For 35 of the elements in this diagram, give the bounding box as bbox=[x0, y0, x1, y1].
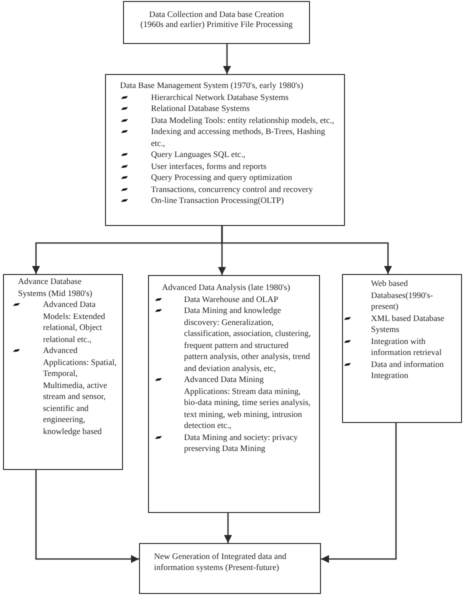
list-item-text: Advanced Applications: Spatial, Temporal, Multimedia, active stream and sensor, scientific and engineering, knowledge based bbox=[43, 345, 117, 437]
arrow bbox=[221, 226, 392, 274]
list-item-text: Data Mining and society: privacy preserving Data Mining bbox=[184, 432, 299, 454]
process-box bbox=[148, 275, 320, 513]
list-item-text: On-line Transaction Processing(OLTP) bbox=[151, 195, 285, 206]
list-item-text: User interfaces, forms and reports bbox=[151, 160, 268, 172]
box-heading: Data Base Management System (1970's, early 1980's) bbox=[120, 80, 304, 92]
box-text: New Generation of Integrated data and information systems (Present-future) bbox=[154, 551, 288, 573]
process-box bbox=[105, 74, 345, 226]
process-box bbox=[3, 274, 123, 470]
process-box bbox=[342, 274, 462, 423]
box-heading: Web based Databases(1990's-present) bbox=[371, 278, 434, 312]
box-text: Data Collection and Data base Creation (1960s and earlier) Primitive File Processing bbox=[139, 9, 294, 29]
arrow bbox=[223, 44, 231, 74]
process-box bbox=[123, 1, 310, 44]
list-item-text: Hierarchical Network Database Systems bbox=[151, 92, 290, 103]
box-heading: Advance Database Systems (Mid 1980's) bbox=[18, 276, 94, 299]
list-item-text: Integration with information retrieval bbox=[371, 336, 443, 358]
list-item-text: Query Processing and query optimization bbox=[151, 172, 294, 184]
list-item-text: Data and information Integration bbox=[371, 358, 445, 382]
arrow bbox=[224, 513, 232, 543]
list-item-text: Data Mining and knowledge discovery: Generalization, classification, association, clustering, frequent pattern and structured pattern analysis, other analysis, trend and deviation analysis, etc, bbox=[184, 305, 311, 374]
list-item-text: Relational Database Systems bbox=[151, 103, 251, 114]
list-item-text: Advanced Data Mining Applications: Stream data mining, bio-data mining, time series analysis, text mining, web mining, intrusion detection etc., bbox=[184, 374, 311, 432]
process-box bbox=[139, 543, 321, 594]
arrow bbox=[321, 423, 397, 563]
box-heading: Advanced Data Analysis (late 1980's) bbox=[162, 282, 292, 294]
list-item-text: XML based Database Systems bbox=[371, 312, 446, 336]
arrow bbox=[35, 470, 139, 563]
list-item-text: Data Warehouse and OLAP bbox=[184, 294, 280, 305]
list-item-text: Transactions, concurrency control and recovery bbox=[151, 184, 314, 195]
list-item-text: Advanced Data Models: Extended relational, Object relational etc., bbox=[43, 299, 106, 345]
list-item-text: Data Modeling Tools: entity relationship models, etc., bbox=[151, 114, 336, 126]
list-item-text: Indexing and accessing methods, B-Trees, Hashing etc., bbox=[151, 126, 326, 149]
list-item-text: Query Languages SQL etc., bbox=[151, 149, 246, 160]
